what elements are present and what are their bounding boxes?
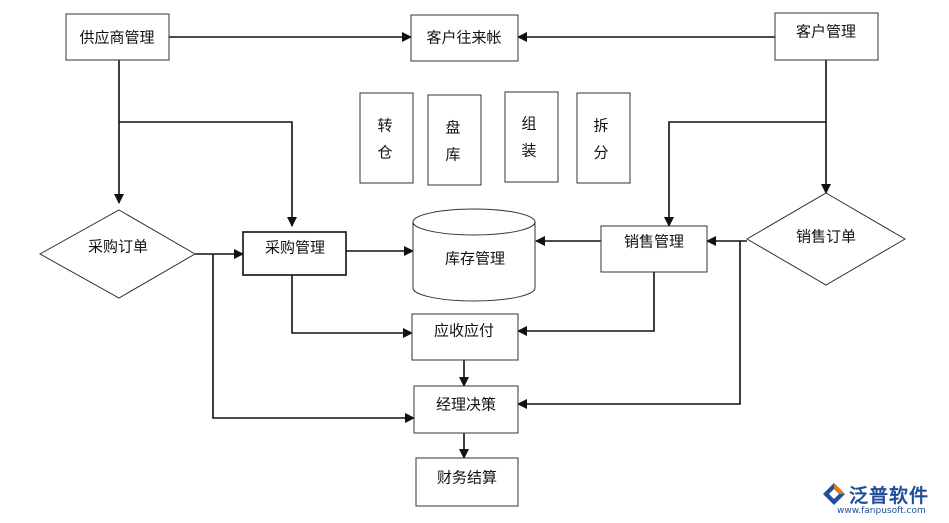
node-stocktake: 盘 库	[427, 94, 482, 186]
edge-purchase-order-to-decision	[212, 254, 415, 423]
node-customer-mgmt: 客户管理	[774, 12, 879, 61]
brand-name: 泛普软件	[849, 485, 930, 507]
node-supplier-mgmt-label: 供应商管理	[79, 29, 154, 47]
node-disassembly-char-2: 分	[593, 144, 608, 162]
node-transfer-char-1: 转	[377, 117, 392, 135]
node-manager-decision-label: 经理决策	[436, 396, 496, 414]
node-transfer: 转 仓	[359, 92, 414, 184]
node-sales-mgmt: 销售管理	[600, 225, 708, 273]
node-assembly: 组 装	[504, 91, 559, 183]
node-purchase-mgmt-label: 采购管理	[265, 239, 325, 257]
node-inventory-mgmt: 库存管理	[412, 208, 536, 302]
brand-url: www.fanpusoft.com	[837, 506, 926, 516]
edge-supplier-to-purchase-mgmt	[119, 121, 297, 227]
node-stocktake-char-1: 盘	[445, 119, 460, 137]
node-transfer-char-2: 仓	[377, 144, 392, 162]
node-purchase-order: 采购订单	[38, 209, 196, 299]
node-financial-settlement-label: 财务结算	[437, 469, 497, 487]
brand-logo: 泛普软件 www.fanpusoft.com	[817, 479, 941, 519]
node-customer-accounts: 客户往来帐	[410, 14, 519, 62]
node-customer-accounts-label: 客户往来帐	[426, 29, 501, 47]
node-disassembly-char-1: 拆	[593, 117, 608, 135]
edge-sales-to-receivable	[517, 272, 655, 336]
node-receivable-payable: 应收应付	[411, 313, 519, 361]
node-assembly-char-1: 组	[521, 115, 536, 133]
node-sales-order: 销售订单	[746, 192, 906, 286]
node-financial-settlement: 财务结算	[415, 457, 519, 507]
node-sales-order-label: 销售订单	[796, 228, 856, 246]
node-customer-mgmt-label: 客户管理	[796, 23, 856, 41]
edge-purchase-to-receivable	[291, 275, 413, 338]
node-supplier-mgmt: 供应商管理	[65, 13, 170, 61]
fanpu-logo-icon	[823, 483, 845, 505]
node-manager-decision: 经理决策	[413, 385, 519, 434]
node-assembly-char-2: 装	[521, 142, 536, 160]
edge-customer-to-sales-mgmt	[664, 121, 826, 227]
edge-sales-order-to-decision	[517, 241, 741, 409]
node-inventory-mgmt-label: 库存管理	[445, 250, 505, 268]
node-sales-mgmt-label: 销售管理	[624, 233, 684, 251]
node-purchase-order-label: 采购订单	[88, 238, 148, 256]
node-receivable-payable-label: 应收应付	[434, 322, 494, 340]
node-disassembly: 拆 分	[576, 92, 631, 184]
node-stocktake-char-2: 库	[445, 146, 460, 164]
node-purchase-mgmt: 采购管理	[242, 231, 347, 276]
